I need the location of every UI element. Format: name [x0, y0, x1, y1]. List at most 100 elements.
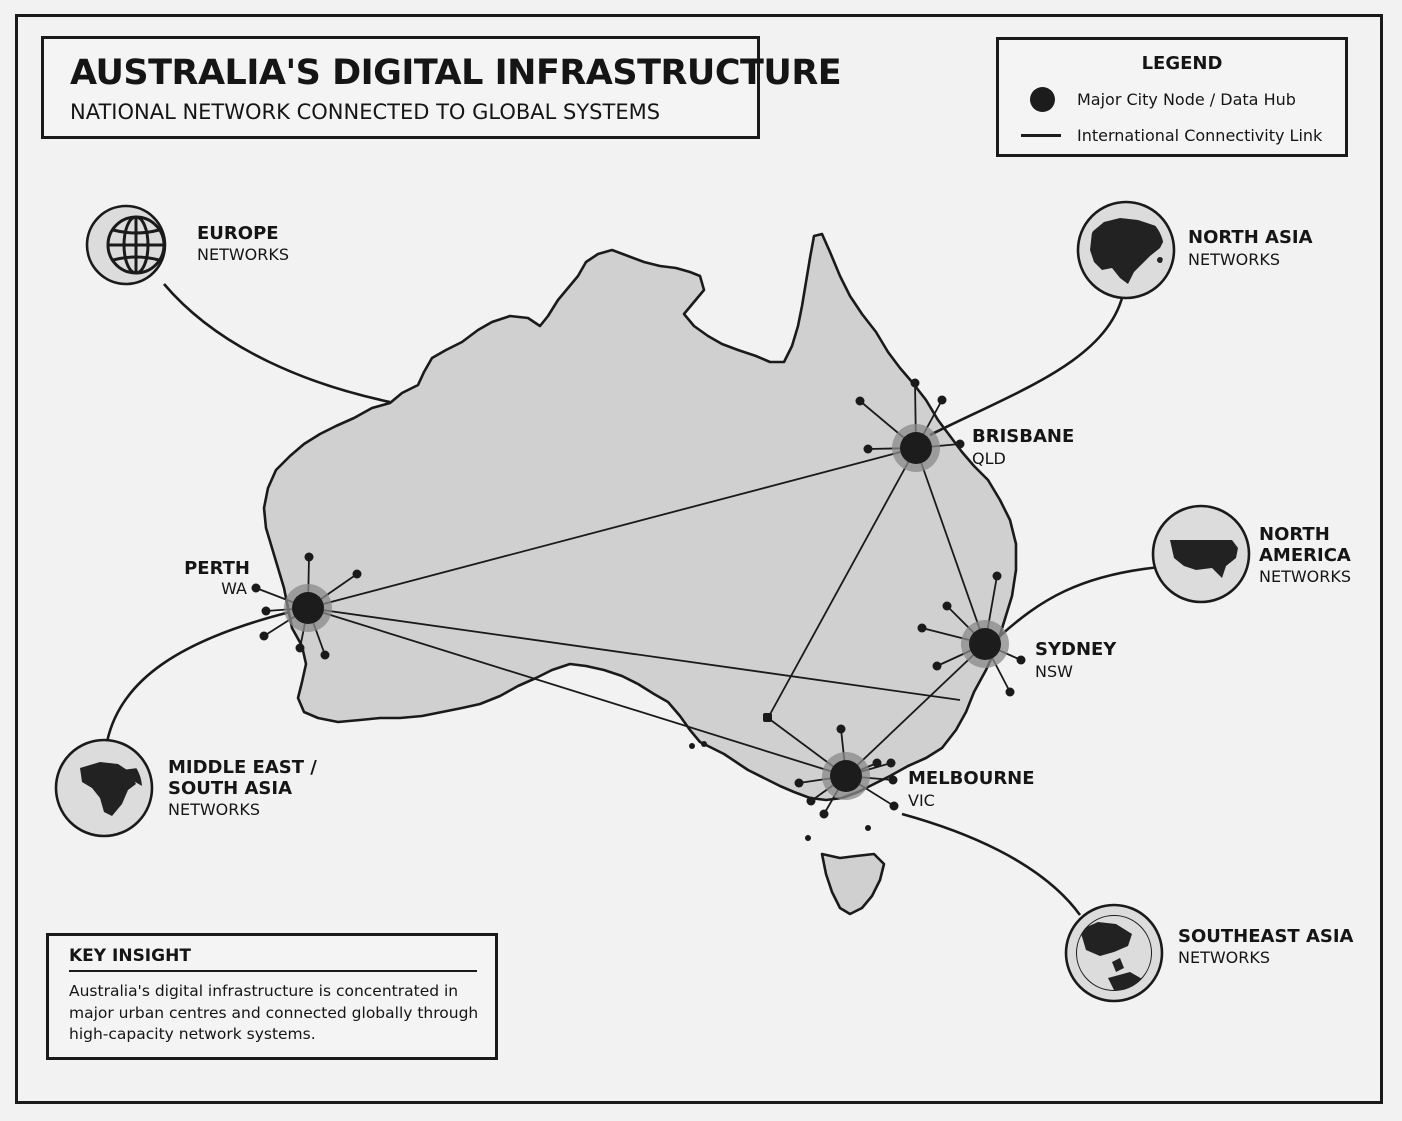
city-node-melbourne	[794, 724, 899, 819]
legend-title: LEGEND	[1141, 53, 1223, 74]
link-sydney-melbourne	[845, 643, 986, 777]
region-sub-north-america: NETWORKS	[1259, 567, 1351, 586]
city-state-perth: WA	[221, 579, 247, 598]
page-title: AUSTRALIA'S DIGITAL INFRASTRUCTURE	[70, 53, 842, 93]
spoke-endpoint	[872, 758, 882, 768]
island	[865, 825, 871, 831]
insight-text: Australia's digital infrastructure is co…	[69, 982, 479, 1043]
region-north-america: NORTH AMERICA NETWORKS	[1151, 504, 1351, 604]
spoke-endpoint	[259, 631, 269, 641]
page-subtitle: NATIONAL NETWORK CONNECTED TO GLOBAL SYS…	[70, 100, 661, 124]
hub-dot	[969, 628, 1001, 660]
spoke-endpoint	[295, 643, 305, 653]
link-southeast-asia	[901, 812, 1082, 916]
node-dot-icon	[1030, 87, 1055, 112]
asia-map-icon	[1090, 218, 1164, 284]
region-title-north-america-1: NORTH	[1259, 524, 1330, 545]
spoke-endpoint	[992, 571, 1002, 581]
city-node-brisbane	[855, 378, 965, 472]
hub-dot	[292, 592, 324, 624]
usa-map-icon	[1170, 540, 1238, 578]
region-title-north-america-2: AMERICA	[1259, 545, 1351, 566]
spoke-endpoint	[886, 758, 896, 768]
city-hubs	[251, 378, 1026, 819]
spoke-endpoint	[942, 601, 952, 611]
spoke-endpoint	[932, 661, 942, 671]
legend-node-label: Major City Node / Data Hub	[1077, 90, 1296, 109]
legend-box: LEGEND Major City Node / Data Hub Intern…	[996, 37, 1348, 157]
spoke-endpoint	[352, 569, 362, 579]
city-name-melbourne: MELBOURNE	[908, 768, 1035, 789]
city-node-sydney	[917, 571, 1026, 697]
hub-dot	[830, 760, 862, 792]
link-brisbane-junction	[767, 447, 917, 719]
africa-map-icon	[80, 762, 142, 816]
spoke-endpoint	[320, 650, 330, 660]
island	[805, 835, 811, 841]
region-sub-north-asia: NETWORKS	[1188, 250, 1280, 269]
spoke-endpoint	[794, 778, 804, 788]
region-title-north-asia: NORTH ASIA	[1188, 227, 1313, 248]
spoke-endpoint	[836, 724, 846, 734]
spoke-endpoint	[937, 395, 947, 405]
city-name-perth: PERTH	[184, 558, 250, 579]
spoke-endpoint	[819, 809, 829, 819]
spoke-endpoint	[251, 583, 261, 593]
hub-dot	[900, 432, 932, 464]
city-labels: PERTH WA BRISBANE QLD SYDNEY NSW MELBOUR…	[184, 426, 1117, 810]
city-node-perth	[251, 552, 362, 660]
link-north-asia	[929, 289, 1126, 437]
spoke-endpoint	[261, 606, 271, 616]
region-middle-east: MIDDLE EAST / SOUTH ASIA NETWORKS	[54, 738, 317, 838]
spoke-endpoint	[1005, 687, 1015, 697]
globe-icon	[106, 215, 166, 275]
region-title-europe: EUROPE	[197, 223, 279, 244]
spoke-endpoint	[889, 801, 899, 811]
link-brisbane-sydney	[915, 447, 986, 645]
link-perth-sydney	[307, 607, 961, 701]
spoke-endpoint	[910, 378, 920, 388]
region-sub-southeast-asia: NETWORKS	[1178, 948, 1270, 967]
link-perth-brisbane	[307, 447, 917, 609]
island	[701, 741, 707, 747]
spoke-endpoint	[855, 396, 865, 406]
tasmania	[820, 852, 886, 916]
region-southeast-asia: SOUTHEAST ASIA NETWORKS	[1064, 903, 1354, 1003]
link-europe	[163, 283, 391, 404]
insight-title: KEY INSIGHT	[69, 946, 191, 966]
link-middle-east	[105, 610, 291, 743]
spoke-endpoint	[955, 439, 965, 449]
link-perth-melbourne	[307, 607, 847, 777]
spoke-endpoint	[304, 552, 314, 562]
region-north-asia: NORTH ASIA NETWORKS	[1076, 200, 1313, 300]
link-north-america	[999, 565, 1161, 637]
key-insight-box: KEY INSIGHT Australia's digital infrastr…	[46, 933, 498, 1060]
link-line-icon	[1021, 134, 1061, 137]
outer-frame	[15, 14, 1383, 1104]
region-sub-middle-east: NETWORKS	[168, 800, 260, 819]
spoke-endpoint	[888, 775, 898, 785]
spoke-endpoint	[863, 444, 873, 454]
spoke-endpoint	[806, 796, 816, 806]
national-links	[307, 447, 986, 777]
region-title-southeast-asia: SOUTHEAST ASIA	[1178, 926, 1354, 947]
legend-link-label: International Connectivity Link	[1077, 126, 1323, 145]
region-sub-europe: NETWORKS	[197, 245, 289, 264]
city-state-brisbane: QLD	[972, 449, 1006, 468]
region-title-middle-east-2: SOUTH ASIA	[168, 778, 292, 799]
international-links	[105, 283, 1161, 916]
island	[689, 743, 695, 749]
city-state-melbourne: VIC	[908, 791, 935, 810]
spoke-endpoint	[917, 623, 927, 633]
city-name-sydney: SYDNEY	[1035, 639, 1117, 660]
insight-divider	[69, 970, 477, 972]
junction-node	[763, 713, 772, 722]
city-name-brisbane: BRISBANE	[972, 426, 1074, 447]
region-title-middle-east-1: MIDDLE EAST /	[168, 757, 317, 778]
australia-mainland	[262, 232, 1018, 802]
region-europe: EUROPE NETWORKS	[85, 204, 289, 286]
title-box: AUSTRALIA'S DIGITAL INFRASTRUCTURE NATIO…	[41, 36, 842, 139]
spoke-endpoint	[1016, 655, 1026, 665]
city-state-sydney: NSW	[1035, 662, 1073, 681]
